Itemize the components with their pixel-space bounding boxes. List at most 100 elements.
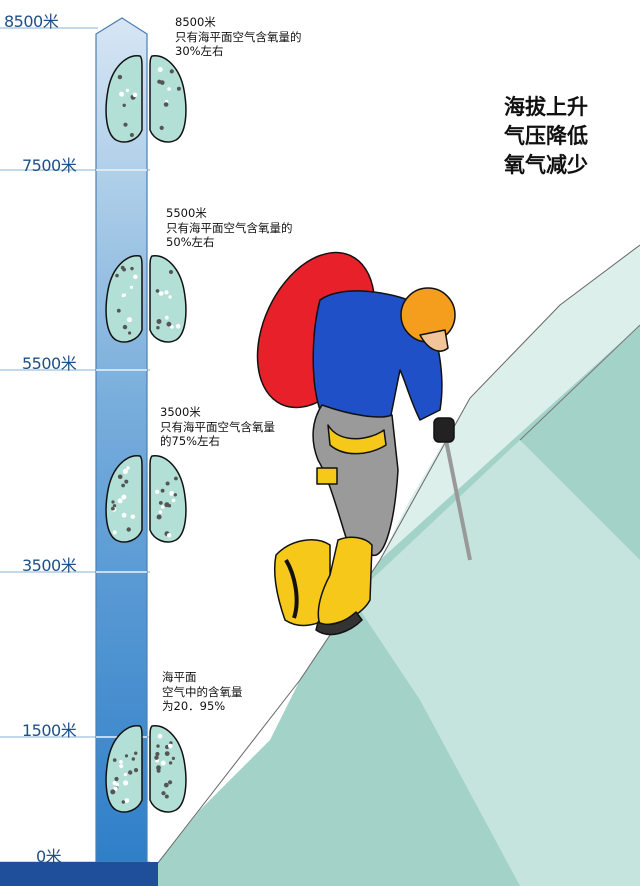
oxygen-dot [133,768,139,773]
oxygen-dot [124,479,129,484]
headline-line-3: 氧气减少 [504,153,588,177]
oxygen-dot [117,498,123,504]
oxygen-dot [168,780,173,785]
oxygen-dot [160,760,166,766]
oxygen-dot [171,756,175,761]
oxygen-dot [112,758,117,762]
headline: 海拔上升 气压降低 氧气减少 [504,93,588,180]
oxygen-dot [114,776,119,782]
oxygen-dot [168,761,173,765]
altitude-label-8500: 8500米 [4,12,59,31]
oxygen-dot [121,494,127,500]
oxygen-dot [123,780,129,786]
oxygen-note-5500: 5500米 只有海平面空气含氧量的 50%左右 [166,206,293,249]
oxygen-dot [119,764,124,769]
oxygen-dot [121,512,127,518]
oxygen-dot [111,506,115,511]
oxygen-dot [176,86,181,91]
oxygen-dot [121,800,126,804]
oxygen-dot [156,765,161,771]
oxygen-dot [112,504,117,508]
oxygen-dot [111,500,115,504]
oxygen-dot [156,319,162,324]
oxygen-dot [165,481,170,486]
oxygen-dot [124,798,130,803]
oxygen-dot [161,791,166,796]
oxygen-dot [134,751,138,755]
oxygen-dot [163,782,169,788]
oxygen-dot [155,751,160,757]
oxygen-dot [123,122,128,127]
oxygen-dot [171,498,176,503]
oxygen-dot [125,88,130,93]
oxygen-dot [124,754,129,758]
oxygen-dot [117,74,123,80]
oxygen-dot [166,533,172,538]
oxygen-dot [156,744,160,748]
oxygen-dot [164,794,169,799]
oxygen-dot [128,770,133,775]
oxygen-dot [169,270,173,274]
headline-line-2: 气压降低 [504,124,588,148]
oxygen-dot [133,274,138,280]
oxygen-dot [154,755,159,760]
oxygen-dot [130,266,134,271]
oxygen-dot [170,325,174,329]
oxygen-dot [131,757,135,761]
oxygen-dot [156,514,162,520]
altitude-label-7500: 7500米 [22,156,77,175]
oxygen-dot [126,466,130,470]
oxygen-dot [115,782,120,787]
oxygen-dot [164,751,170,756]
oxygen-dot [156,326,160,330]
oxygen-note-8500: 8500米 只有海平面空气含氧量的 30%左右 [175,15,302,58]
oxygen-dot [116,308,121,313]
oxygen-note-3500: 3500米 只有海平面空气含氧量 的75%左右 [160,405,275,448]
oxygen-dot [158,291,164,296]
oxygen-dot [169,69,174,74]
oxygen-dot [158,501,163,505]
oxygen-dot [112,530,117,535]
oxygen-dot [122,267,126,272]
oxygen-dot [129,285,134,289]
oxygen-dot [160,505,165,509]
oxygen-dot [159,125,164,130]
oxygen-dot [121,483,125,488]
oxygen-dot [157,67,163,72]
oxygen-dot [122,324,128,330]
oxygen-dot [175,323,181,329]
oxygen-dot [129,133,134,137]
oxygen-dot [166,321,172,327]
oxygen-dot [121,293,126,298]
oxygen-dot [167,87,171,91]
oxygen-dot [132,92,138,98]
oxygen-dot [158,510,163,514]
oxygen-dot [174,476,178,481]
oxygen-dot [128,331,132,335]
oxygen-dot [117,474,123,480]
oxygen-dot [123,772,127,777]
altitude-label-1500: 1500米 [22,721,77,740]
oxygen-dots [110,67,181,804]
oxygen-dot [113,786,118,791]
headline-line-1: 海拔上升 [504,95,588,119]
oxygen-dot [115,273,119,278]
oxygen-dot [110,789,116,795]
oxygen-note-sea-level: 海平面 空气中的含氧量 为20．95% [162,670,243,713]
altitude-label-5500: 5500米 [22,354,77,373]
oxygen-dot [163,102,169,107]
oxygen-dot [157,733,163,739]
oxygen-dot [160,80,165,85]
oxygen-dot [130,514,135,519]
oxygen-dot [167,504,172,508]
climber-icon [256,251,472,636]
oxygen-dot [122,103,126,108]
oxygen-dot [164,290,169,295]
oxygen-dot [164,315,169,320]
oxygen-dot [173,493,177,497]
oxygen-dot [122,468,128,474]
oxygen-dot [160,488,165,493]
oxygen-dot [127,317,132,323]
oxygen-dot [119,760,123,764]
oxygen-dot [168,743,173,749]
